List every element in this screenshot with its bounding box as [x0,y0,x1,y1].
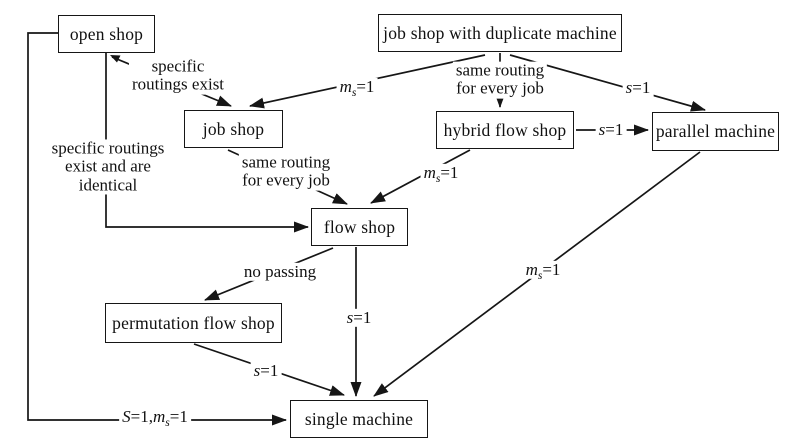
edge-label-s1-permutation-to-single: s=1 [250,361,282,381]
node-hybrid-flow-shop: hybrid flow shop [436,111,574,149]
edge-open-shop-tail-barb [110,55,121,63]
edge-label-same-routing-mid: same routing for every job [238,153,334,191]
edge-label-ms1-parallel-to-single: ms=1 [522,260,564,281]
edge-open-shop-to-flow-shop [105,53,309,233]
node-job-shop: job shop [184,110,283,148]
edge-label-same-routing-top: same routing for every job [452,61,548,99]
edge-label-s1ms1-open-to-single: S=1,ms=1 [119,407,191,428]
edge-label-specific-routings-exist: specific routings exist [128,57,228,95]
edge-label-ms1-dup-to-job: ms=1 [336,77,378,98]
edge-label-ms1-hybrid-to-flow: ms=1 [420,163,462,184]
node-job-shop-with-duplicate-machine: job shop with duplicate machine [378,14,622,52]
node-open-shop: open shop [58,15,155,53]
node-flow-shop: flow shop [311,208,408,246]
edge-label-s1-hybrid-to-parallel: s=1 [595,120,627,140]
node-single-machine: single machine [290,400,428,438]
edge-label-s1-flow-to-single: s=1 [343,308,375,328]
edge-label-specific-routings-identical: specific routings exist and are identica… [48,139,168,195]
node-parallel-machine: parallel machine [652,112,779,151]
node-permutation-flow-shop: permutation flow shop [105,303,282,343]
edge-label-s1-dup-to-parallel: s=1 [622,78,654,98]
edge-label-no-passing: no passing [240,262,320,282]
edge-hybrid-to-flow-shop [370,149,471,204]
